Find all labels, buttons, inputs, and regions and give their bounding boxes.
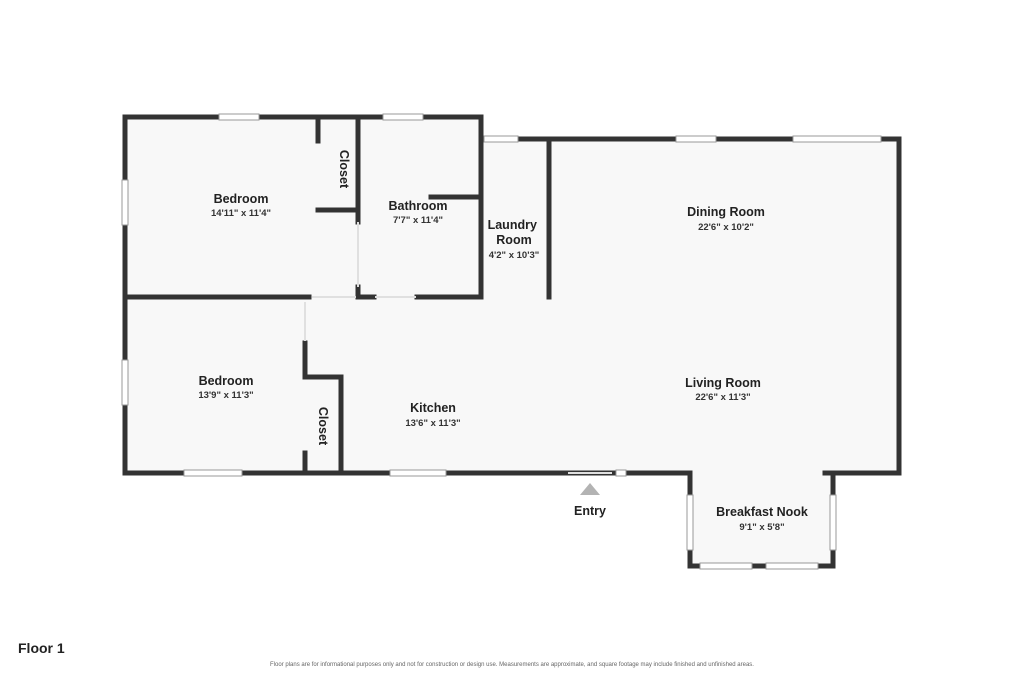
room-dims-bedroom-upper: 14'11" x 11'4" xyxy=(211,208,271,219)
window xyxy=(483,135,519,143)
room-name-closet-upper: Closet xyxy=(337,150,351,189)
openings xyxy=(304,222,612,474)
room-name-laundry-room: Laundry Room xyxy=(488,218,541,247)
room-dims-bedroom-lower: 13'9" x 11'3" xyxy=(198,390,253,401)
room-name-bedroom-upper: Bedroom xyxy=(214,192,269,206)
room-dims-laundry-room: 4'2" x 10'3" xyxy=(489,250,540,261)
floor-label: Floor 1 xyxy=(18,640,65,656)
room-name-dining-room: Dining Room xyxy=(687,205,765,219)
entry-marker-icon xyxy=(580,483,600,495)
window xyxy=(675,135,717,143)
room-dims-breakfast-nook: 9'1" x 5'8" xyxy=(739,522,784,533)
room-name-breakfast-nook: Breakfast Nook xyxy=(716,505,808,519)
window xyxy=(792,135,882,143)
room-dims-bathroom: 7'7" x 11'4" xyxy=(393,215,443,226)
window xyxy=(382,113,424,121)
windows xyxy=(121,113,882,570)
window xyxy=(121,359,129,406)
room-name-kitchen: Kitchen xyxy=(410,401,456,415)
room-name-bathroom: Bathroom xyxy=(388,199,447,213)
room-name-closet-lower: Closet xyxy=(316,407,330,446)
window xyxy=(615,469,627,477)
entry-label: Entry xyxy=(574,504,606,518)
room-name-bedroom-lower: Bedroom xyxy=(199,374,254,388)
window xyxy=(183,469,243,477)
room-dims-living-room: 22'6" x 11'3" xyxy=(695,392,750,403)
window xyxy=(121,179,129,226)
window xyxy=(389,469,447,477)
window xyxy=(699,562,753,570)
room-name-living-room: Living Room xyxy=(685,376,761,390)
window xyxy=(218,113,260,121)
window xyxy=(765,562,819,570)
window xyxy=(829,494,837,551)
window xyxy=(686,494,694,551)
room-dims-kitchen: 13'6" x 11'3" xyxy=(405,418,460,429)
floor-area xyxy=(125,117,899,566)
room-dims-dining-room: 22'6" x 10'2" xyxy=(698,222,754,233)
disclaimer-text: Floor plans are for informational purpos… xyxy=(270,662,754,668)
